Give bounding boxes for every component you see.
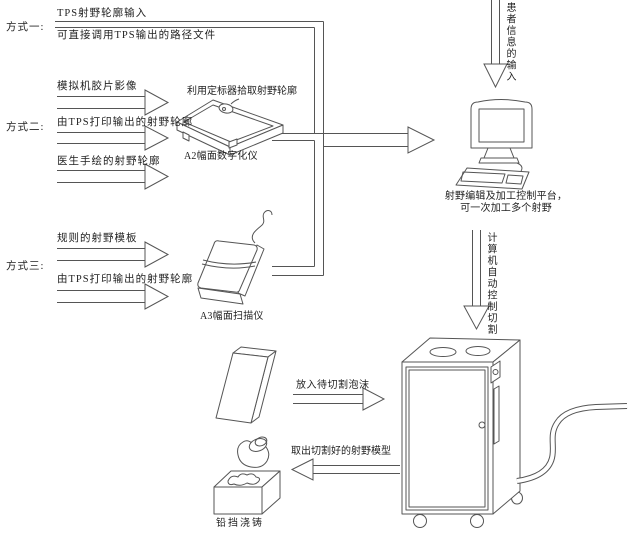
- workstation-caption-line1: 射野编辑及加工控制平台，: [444, 191, 568, 202]
- method2-input-film: 模拟机胶片影像: [57, 81, 138, 92]
- model-out-arrow: [290, 458, 400, 481]
- scanner-illustration: [197, 210, 273, 305]
- model-out-label: 取出切割好的射野模型: [291, 446, 391, 457]
- digitizer-illustration: [176, 98, 284, 156]
- digitizer-note: 利用定标器拾取射野轮廓: [187, 86, 297, 97]
- method2-input-tps-print: 由TPS打印输出的射野轮廓: [57, 117, 194, 128]
- method1-input-path-file: 可直接调用TPS输出的路径文件: [57, 30, 217, 41]
- patient-info-arrow: [483, 0, 508, 89]
- foam-in-label: 放入待切割泡沫: [296, 380, 370, 391]
- method2-input-hand-drawn: 医生手绘的射野轮廓: [57, 156, 161, 167]
- method3-arrows: [57, 241, 170, 310]
- auto-control-arrow-label: 计算机自动控制切割: [485, 232, 496, 336]
- method1-label: 方式一:: [6, 22, 45, 33]
- scanner-label: A3幅面扫描仪: [200, 311, 264, 322]
- casting-illustration: [213, 436, 281, 515]
- casting-label: 铅挡浇铸: [216, 518, 264, 529]
- auto-control-arrow: [463, 230, 490, 331]
- power-cable-outline: [516, 403, 628, 484]
- workstation-illustration: [455, 99, 533, 190]
- connector-network: [55, 21, 408, 276]
- method2-arrows: [57, 89, 170, 190]
- workstation-caption-line2: 可一次加工多个射野: [460, 202, 552, 214]
- method3-input-template: 规则的射野模板: [57, 233, 138, 244]
- method2-label: 方式二:: [6, 122, 45, 133]
- to-workstation-arrowhead: [407, 126, 436, 154]
- digitizer-label: A2幅面数字化仪: [184, 151, 258, 162]
- cutter-machine-illustration: [401, 337, 628, 528]
- method3-input-tps-print: 由TPS打印输出的射野轮廓: [57, 274, 194, 285]
- method1-input-tps: TPS射野轮廓输入: [57, 8, 148, 19]
- patient-info-arrow-label: 患者信息的输入: [504, 2, 515, 83]
- foam-block-illustration: [215, 346, 277, 424]
- workstation-caption: 射野编辑及加工控制平台， 可一次加工多个射野: [436, 191, 576, 214]
- power-cable-fill: [516, 404, 628, 483]
- foam-in-arrow: [293, 387, 386, 411]
- method3-label: 方式三:: [6, 261, 45, 272]
